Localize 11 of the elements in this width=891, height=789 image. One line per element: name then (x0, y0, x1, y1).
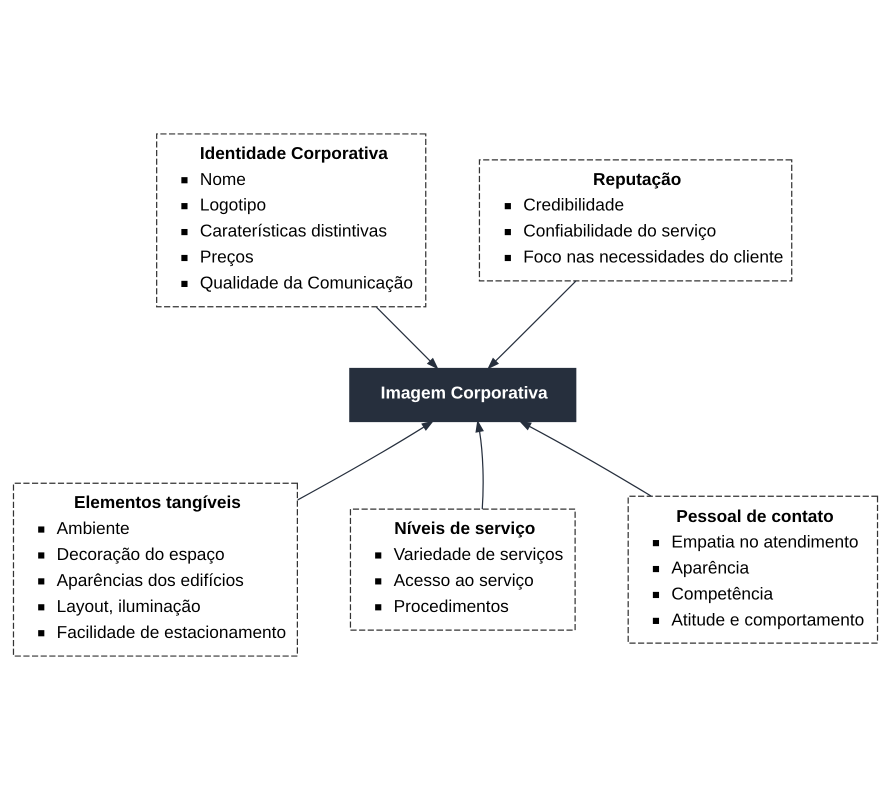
node-box: Reputação Credibilidade Confiabilidade do serviço Foco nas necessidades do cliente (478, 158, 792, 281)
node-box: Níveis de serviço Variedade de serviços Acesso ao serviço Procedimentos (350, 508, 576, 630)
arrow (376, 306, 439, 369)
arrow (475, 419, 484, 509)
node-box: Imagem Corporativa (349, 367, 576, 422)
arrow (297, 420, 434, 500)
arrow (518, 420, 652, 496)
node-box: Identidade Corporativa Nome Logotipo Caraterísticas distintivas Preços Qualidade da Comunicação (156, 132, 426, 307)
node-box: Elementos tangíveis Ambiente Decoração do espaço Aparências dos edifícios Layout, iluminação Facilidade de estacionamento (12, 482, 298, 656)
arrow (487, 280, 577, 369)
node-box: Pessoal de contato Empatia no atendimento Aparência Competência Atitude e comportamento (628, 495, 878, 644)
